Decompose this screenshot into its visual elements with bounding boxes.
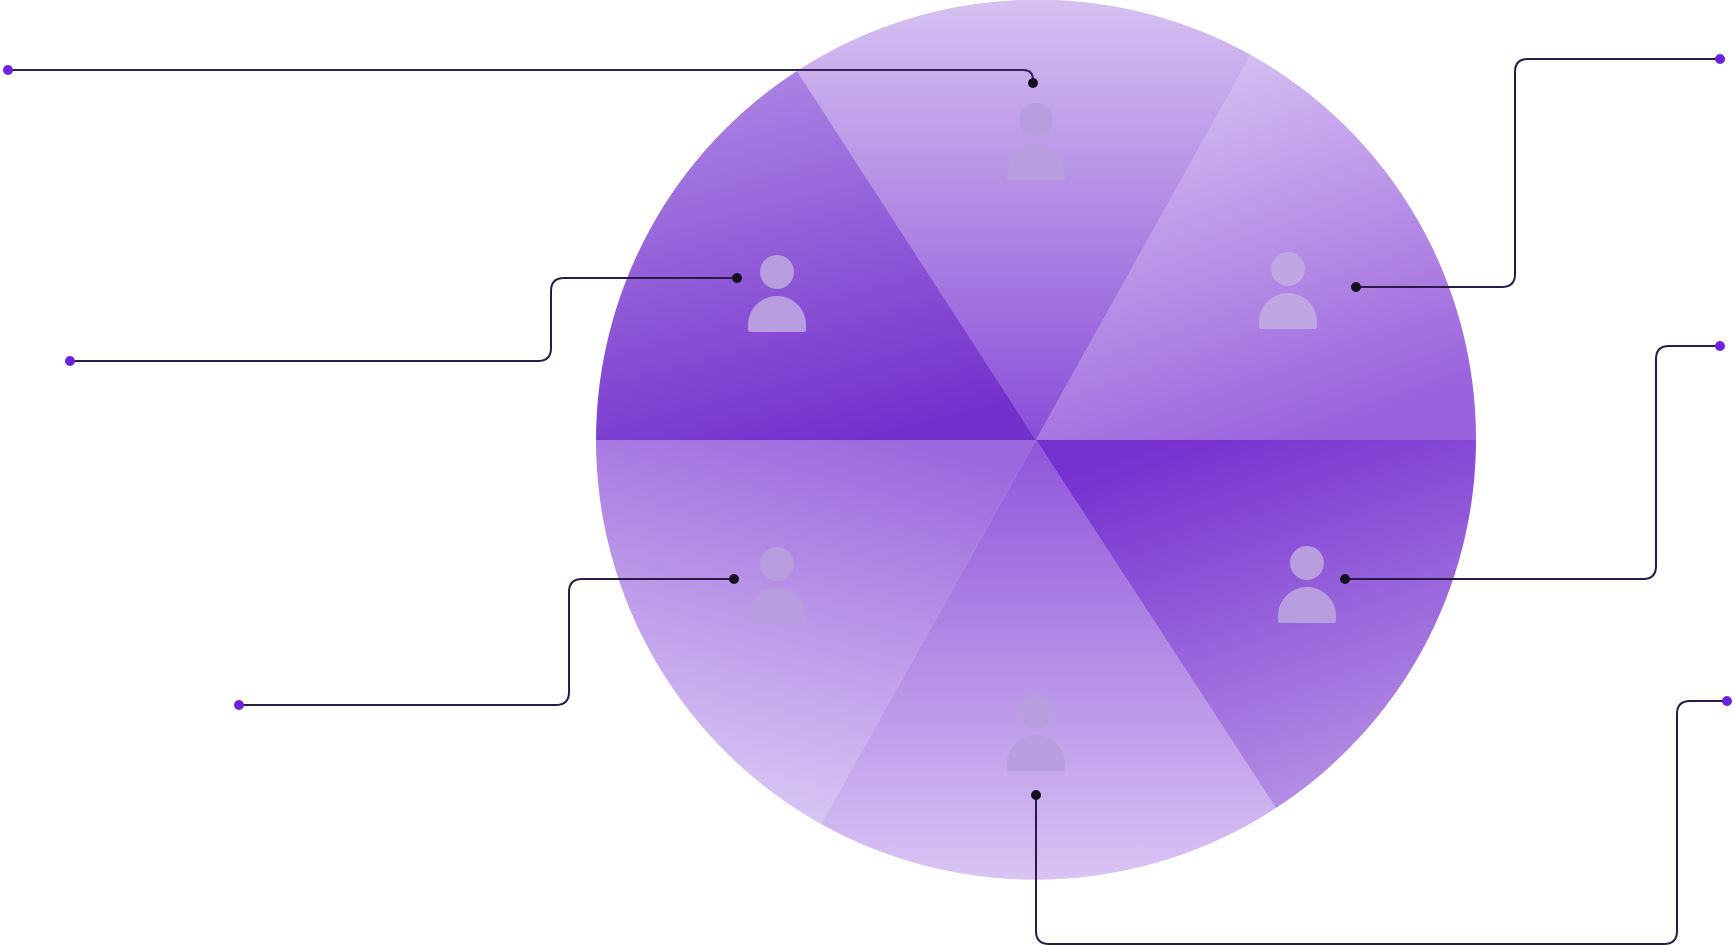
person-icon (1259, 252, 1317, 329)
person-icon (748, 255, 806, 332)
segment-icons (748, 103, 1336, 771)
callout-endpoints (3, 54, 1732, 710)
segment-top (797, 0, 1251, 440)
endpoint-dot (1715, 54, 1725, 64)
endpoint-dot (1722, 696, 1732, 706)
anchor-dot (732, 273, 742, 283)
segment-upper-right (1036, 55, 1477, 440)
anchor-dot (1340, 574, 1350, 584)
segment-upper-left (596, 71, 1036, 440)
anchor-dot (1351, 282, 1361, 292)
anchor-dot (1028, 78, 1038, 88)
anchor-dot (1031, 790, 1041, 800)
callout-line-lower-right (1345, 345, 1720, 580)
callout-line-upper-left (70, 277, 737, 362)
person-icon (748, 547, 806, 624)
callout-line-lower-left (239, 578, 734, 706)
endpoint-dot (1715, 341, 1725, 351)
person-icon (1278, 546, 1336, 623)
callout-line-bottom (1035, 700, 1727, 945)
person-icon (1007, 694, 1065, 771)
segment-lower-left (596, 440, 1036, 824)
endpoint-dot (3, 65, 13, 75)
person-icon (1007, 103, 1065, 180)
endpoint-dot (234, 700, 244, 710)
endpoint-dot (65, 356, 75, 366)
anchor-dot (729, 574, 739, 584)
callout-line-upper-right (1356, 58, 1720, 288)
callout-anchors (729, 78, 1361, 800)
segment-bottom (821, 440, 1276, 880)
segment-lower-right (1036, 440, 1476, 808)
pie-segments (596, 0, 1477, 880)
